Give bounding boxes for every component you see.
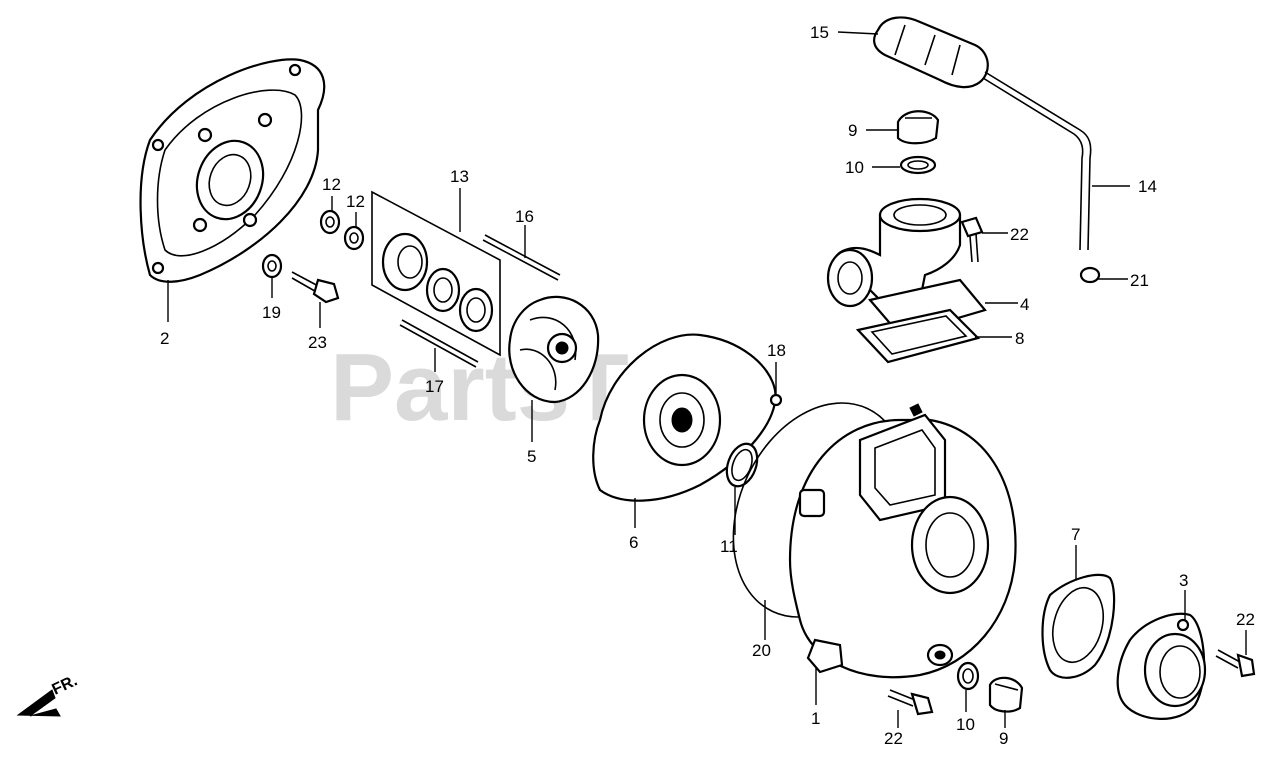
part-13-mechanical-seal-set[interactable] <box>371 190 501 357</box>
part-22-bolt-upper[interactable] <box>960 216 984 263</box>
callout-18: 18 <box>767 341 786 360</box>
callout-15: 15 <box>810 23 829 42</box>
part-11-o-ring[interactable] <box>721 440 762 491</box>
callout-13: 13 <box>450 167 469 186</box>
callout-12-a: 12 <box>322 175 341 194</box>
callout-22-lower: 22 <box>884 729 903 748</box>
leader-lines <box>167 31 1247 728</box>
part-10-washer-upper[interactable] <box>899 155 937 175</box>
part-12-seal-b[interactable] <box>343 225 365 251</box>
callout-14: 14 <box>1138 177 1157 196</box>
callout-23: 23 <box>308 333 327 352</box>
callout-1: 1 <box>811 709 820 728</box>
front-direction-label: FR. <box>50 672 81 698</box>
part-3-cover[interactable] <box>1116 612 1207 720</box>
front-direction-arrow: FR. <box>16 672 81 717</box>
callout-7: 7 <box>1071 525 1080 544</box>
callout-9-lower: 9 <box>999 729 1008 748</box>
callout-10-lower: 10 <box>956 715 975 734</box>
callout-8: 8 <box>1015 329 1024 348</box>
part-19-washer[interactable] <box>261 253 283 279</box>
part-17-stud[interactable] <box>399 319 479 368</box>
part-9-plug-lower[interactable] <box>988 676 1024 713</box>
callout-9-upper: 9 <box>848 121 857 140</box>
part-9-cap-upper[interactable] <box>896 110 940 145</box>
callout-21: 21 <box>1130 271 1149 290</box>
part-21-nut[interactable] <box>1079 266 1101 284</box>
callout-17: 17 <box>425 377 444 396</box>
part-15-grip[interactable] <box>873 16 989 89</box>
part-16-stud[interactable] <box>482 234 561 281</box>
part-14-handle-rod[interactable] <box>982 71 1092 251</box>
part-23-bolt[interactable] <box>291 271 340 304</box>
part-4-outlet-elbow[interactable] <box>826 197 987 337</box>
part-5-impeller[interactable] <box>508 295 600 404</box>
part-8-elbow-gasket[interactable] <box>855 308 981 364</box>
callout-3: 3 <box>1179 571 1188 590</box>
callout-labels: 2 19 23 12 12 13 16 17 5 6 18 11 20 1 7 … <box>160 23 1255 748</box>
part-7-cover-gasket[interactable] <box>1041 573 1116 679</box>
part-1-pump-casing[interactable] <box>788 403 1017 679</box>
part-12-seal-a[interactable] <box>319 209 341 235</box>
part-10-washer-lower[interactable] <box>956 661 980 691</box>
part-18-nut[interactable] <box>769 393 783 407</box>
callout-5: 5 <box>527 447 536 466</box>
callout-4: 4 <box>1020 295 1029 314</box>
part-22-bolt-right[interactable] <box>1215 649 1256 678</box>
callout-22-upper: 22 <box>1010 225 1029 244</box>
callout-10-upper: 10 <box>845 158 864 177</box>
callout-16: 16 <box>515 207 534 226</box>
part-2-flange-plate[interactable] <box>139 58 326 283</box>
callout-6: 6 <box>629 533 638 552</box>
callout-12-b: 12 <box>346 192 365 211</box>
part-22-bolt-lower[interactable] <box>887 689 934 716</box>
callout-11: 11 <box>720 537 738 556</box>
callout-19: 19 <box>262 303 281 322</box>
callout-22-right: 22 <box>1236 610 1255 629</box>
callout-2: 2 <box>160 329 169 348</box>
callout-20: 20 <box>752 641 771 660</box>
